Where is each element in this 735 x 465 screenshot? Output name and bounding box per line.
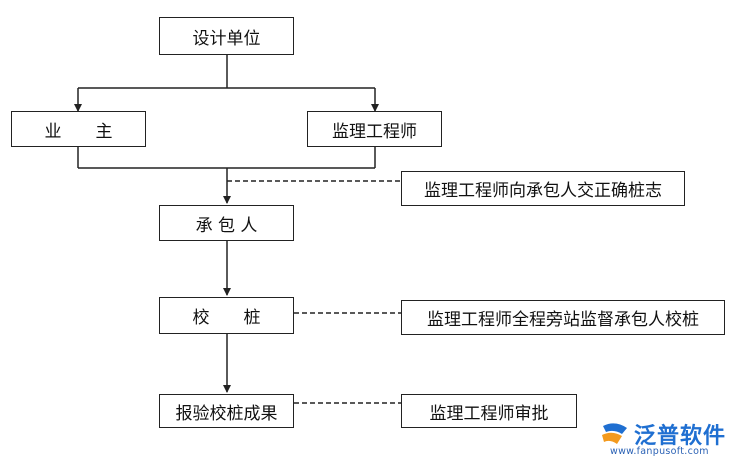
- note-review-approve: 监理工程师审批: [401, 394, 577, 428]
- note-hand-over-piles: 监理工程师向承包人交正确桩志: [401, 171, 685, 206]
- node-contractor-label: 承 包 人: [195, 215, 258, 236]
- brand-logo-icon: [602, 423, 627, 444]
- node-owner: 业 主: [11, 111, 146, 147]
- brand-name: 泛普软件: [634, 424, 727, 449]
- note-supervise-checking-label: 监理工程师全程旁站监督承包人校桩: [427, 310, 699, 330]
- node-report-results-label: 报验校桩成果: [175, 403, 278, 424]
- node-design-unit-label: 设计单位: [192, 28, 261, 49]
- node-check-pile-label: 校 桩: [192, 308, 261, 328]
- node-supervisor-label: 监理工程师: [332, 121, 417, 142]
- brand-url: www.fanpusoft.com: [610, 446, 709, 457]
- node-design-unit: 设计单位: [159, 17, 294, 55]
- note-review-approve-label: 监理工程师审批: [429, 403, 549, 424]
- brand-watermark: 泛普软件 www.fanpusoft.com: [600, 416, 730, 460]
- node-supervisor: 监理工程师: [307, 111, 442, 147]
- node-report-results: 报验校桩成果: [159, 394, 294, 428]
- node-check-pile: 校 桩: [159, 297, 294, 334]
- node-contractor: 承 包 人: [159, 205, 294, 241]
- note-hand-over-piles-label: 监理工程师向承包人交正确桩志: [424, 181, 662, 201]
- node-owner-label: 业 主: [44, 121, 113, 142]
- note-supervise-checking: 监理工程师全程旁站监督承包人校桩: [401, 300, 725, 335]
